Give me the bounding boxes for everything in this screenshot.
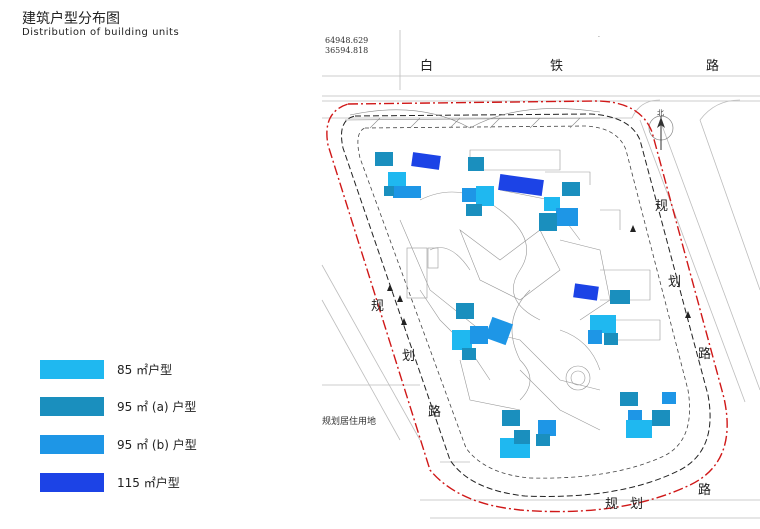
north-label: 北 — [657, 109, 664, 117]
legend-item-95a: 95 ㎡ (a) 户型 — [40, 397, 260, 417]
legend-label-95b: 95 ㎡ (b) 户型 — [117, 438, 197, 452]
unit-95a — [536, 434, 550, 446]
road-west-char-1: 规 — [371, 299, 384, 314]
page-title: 建筑户型分布图 — [22, 11, 120, 27]
unit-115 — [573, 283, 599, 301]
legend-item-85: 85 ㎡户型 — [40, 360, 260, 380]
building-units — [375, 152, 676, 458]
unit-95a — [620, 392, 638, 406]
legend-item-115: 115 ㎡户型 — [40, 473, 260, 493]
road-north-char-3: 路 — [706, 58, 719, 74]
inner-setback-line — [357, 125, 690, 479]
legend-swatch-95a — [40, 397, 104, 416]
road-lines — [321, 30, 760, 519]
road-east-char-1: 规 — [655, 199, 668, 214]
unit-85 — [590, 315, 616, 333]
building-setback-line — [341, 113, 711, 497]
road-west-char-3: 路 — [428, 404, 441, 420]
road-south-char-1: 规 — [605, 497, 618, 512]
road-north-char-1: 白 — [420, 58, 433, 74]
unit-85 — [626, 420, 652, 438]
coord-x: 64948.629 — [325, 36, 368, 45]
unit-85 — [544, 197, 560, 211]
legend-item-95b: 95 ㎡ (b) 户型 — [40, 435, 260, 455]
unit-95b — [628, 410, 642, 422]
unit-95a — [466, 204, 482, 216]
unit-95b — [556, 208, 578, 226]
north-arrow-icon: 北 — [648, 109, 674, 150]
unit-95b — [393, 186, 421, 198]
unit-95a — [375, 152, 393, 166]
legend-swatch-85 — [40, 360, 104, 379]
unit-95a — [562, 182, 580, 196]
unit-95b — [462, 188, 478, 202]
unit-95b — [588, 330, 602, 344]
unit-95a — [514, 430, 530, 444]
unit-85 — [452, 330, 472, 350]
road-south-char-3: 路 — [698, 482, 711, 498]
road-north-char-2: 铁 — [550, 59, 563, 74]
north-wall — [344, 108, 601, 129]
unit-95a — [610, 290, 630, 304]
page-subtitle: Distribution of building units — [22, 27, 180, 38]
unit-85 — [476, 186, 494, 206]
unit-95b — [538, 420, 556, 436]
coord-y: 36594.818 — [325, 46, 368, 55]
legend-label-95a: 95 ㎡ (a) 户型 — [117, 400, 197, 414]
unit-95b — [484, 316, 514, 346]
site-boundary — [326, 100, 728, 513]
unit-95a — [468, 157, 484, 171]
unit-115 — [498, 174, 544, 196]
legend-label-115: 115 ㎡户型 — [117, 476, 180, 490]
unit-115 — [411, 152, 441, 170]
unit-95b — [470, 326, 488, 344]
road-south-char-2: 划 — [630, 497, 643, 512]
legend-label-85: 85 ㎡户型 — [117, 363, 173, 377]
unit-85 — [388, 172, 406, 186]
coord-note-ne: - — [598, 34, 600, 40]
unit-95a — [456, 303, 474, 319]
road-east-char-2: 划 — [668, 275, 681, 290]
road-west-char-2: 划 — [402, 349, 415, 364]
neighbor-land-label: 规划居住用地 — [322, 415, 376, 427]
legend-swatch-95b — [40, 435, 104, 454]
unit-95a — [652, 410, 670, 426]
unit-95b — [662, 392, 676, 404]
entrance-arrows — [387, 225, 691, 325]
unit-95a — [604, 333, 618, 345]
unit-95a — [462, 348, 476, 360]
legend-swatch-115 — [40, 473, 104, 492]
unit-95a — [384, 186, 394, 196]
road-east-char-3: 路 — [698, 346, 711, 362]
unit-95a — [502, 410, 520, 426]
unit-95a — [539, 213, 557, 231]
